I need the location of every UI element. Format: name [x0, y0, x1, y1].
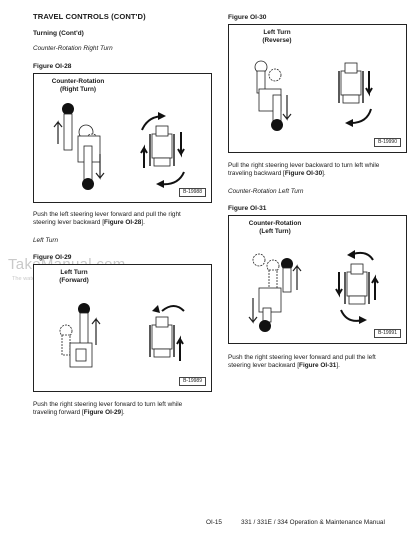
paragraph-oi-28: Push the left steering lever forward and…: [33, 211, 181, 227]
paragraph-oi-30: Pull the right steering lever backward t…: [228, 162, 380, 178]
figure-oi-29: Left Turn(Forward) B-19989: [33, 264, 212, 392]
subheading-left-turn: Left Turn: [33, 237, 59, 244]
figure-label-oi-30: Figure OI-30: [228, 14, 267, 21]
figure-id-tag: B-19989: [179, 377, 206, 386]
figure-reference: Figure OI-30: [284, 170, 323, 178]
paragraph-oi-31: Push the right steering lever forward an…: [228, 354, 376, 370]
figure-caption: Left Turn(Reverse): [262, 29, 292, 44]
figure-reference: Figure OI-31: [299, 362, 337, 370]
figure-id-tag: B-19991: [374, 329, 401, 338]
figure-id-tag: B-19990: [374, 138, 401, 147]
figure-label-oi-31: Figure OI-31: [228, 205, 267, 212]
section-title: TRAVEL CONTROLS (CONT'D): [33, 12, 146, 21]
figure-label-oi-28: Figure OI-28: [33, 63, 72, 70]
figure-label-oi-29: Figure OI-29: [33, 254, 72, 261]
figure-reference: Figure OI-28: [104, 219, 142, 227]
manual-title: 331 / 331E / 334 Operation & Maintenance…: [241, 519, 385, 526]
steering-diagram-left-turn-forward: [59, 303, 185, 368]
figure-oi-31: Counter-Rotation(Left Turn) B-19991: [228, 215, 407, 344]
steering-diagram-left-turn-reverse: [254, 60, 373, 131]
page-number: OI-15: [206, 519, 222, 526]
steering-diagram-counter-rotation-right: [53, 103, 185, 190]
figure-id-tag: B-19988: [179, 188, 206, 197]
figure-reference: Figure OI-29: [83, 409, 122, 417]
figure-caption: Counter-Rotation(Left Turn): [248, 220, 302, 235]
paragraph-oi-29: Push the right steering lever forward to…: [33, 401, 183, 417]
figure-oi-30: Left Turn(Reverse) B-19990: [228, 24, 407, 153]
subheading-counter-rotation-left: Counter-Rotation Left Turn: [228, 188, 304, 195]
subheading-counter-rotation-right: Counter-Rotation Right Turn: [33, 45, 113, 52]
steering-diagram-counter-rotation-left: [248, 250, 379, 332]
figure-oi-28: Counter-Rotation(Right Turn) B-19988: [33, 73, 212, 203]
figure-caption: Left Turn(Forward): [59, 269, 89, 284]
subheading-turning: Turning (Cont'd): [33, 30, 84, 37]
figure-caption: Counter-Rotation(Right Turn): [51, 78, 105, 93]
